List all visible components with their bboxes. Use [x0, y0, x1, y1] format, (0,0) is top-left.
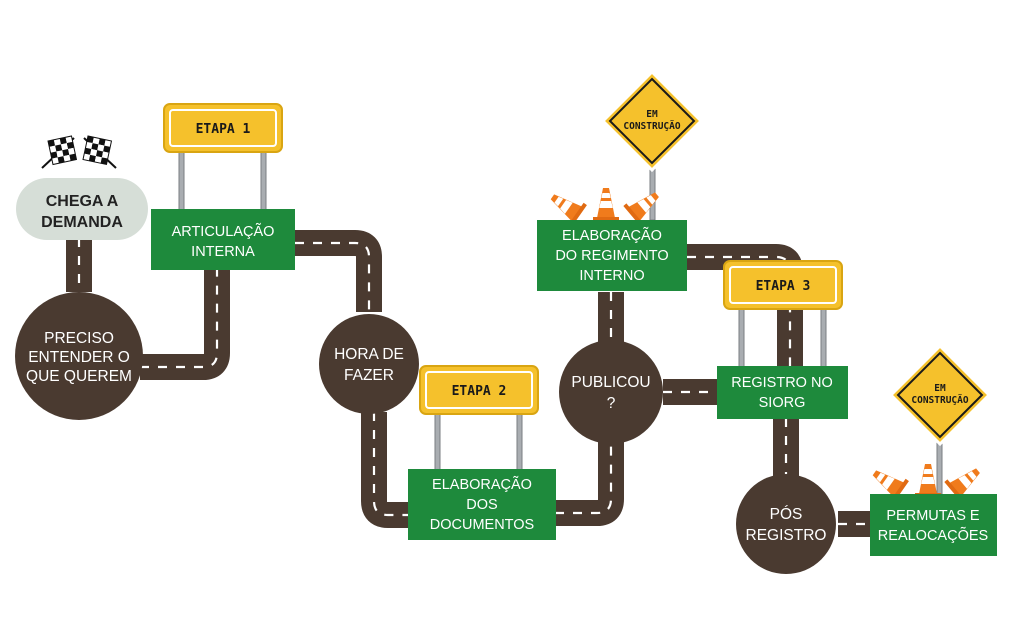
warning-2-line2: CONSTRUÇÃO: [911, 395, 968, 406]
warning-2-line1: EM: [934, 383, 946, 394]
node-entender-line3: QUE QUEREM: [26, 368, 132, 385]
sign-etapa3-label: ETAPA 3: [756, 279, 811, 294]
road-hora-to-documentos: [361, 412, 410, 528]
sign-etapa3: ETAPA 3: [723, 260, 843, 370]
box-permutas-line2: REALOCAÇÕES: [878, 527, 988, 544]
box-siorg-line1: REGISTRO NO: [731, 375, 833, 391]
start-label-line1: CHEGA A: [46, 193, 119, 210]
road-articulacao-to-hora: [295, 230, 382, 312]
box-articulacao-line1: ARTICULAÇÃO: [172, 223, 275, 240]
sign-etapa1: ETAPA 1: [163, 103, 283, 211]
box-siorg: REGISTRO NO SIORG: [717, 366, 848, 419]
box-permutas-line1: PERMUTAS E: [886, 508, 980, 524]
node-entender-line2: ENTENDER O: [28, 349, 130, 366]
box-documentos: ELABORAÇÃO DOS DOCUMENTOS: [408, 469, 556, 540]
box-documentos-line2: DOS: [466, 497, 497, 513]
node-publicou: PUBLICOU ?: [559, 340, 663, 444]
sign-etapa1-label: ETAPA 1: [196, 122, 251, 137]
warning-1-line2: CONSTRUÇÃO: [623, 121, 680, 132]
warning-1-line1: EM: [646, 109, 658, 120]
box-regimento-line1: ELABORAÇÃO: [562, 227, 662, 244]
node-entender-line1: PRECISO: [44, 330, 114, 347]
checkered-flags-icon: [41, 135, 117, 169]
node-pos-line1: PÓS: [770, 506, 803, 523]
start-label-line2: DEMANDA: [41, 214, 123, 231]
start-bubble: CHEGA A DEMANDA: [16, 178, 148, 240]
node-pos: PÓS REGISTRO: [736, 474, 836, 574]
node-publicou-line1: PUBLICOU: [571, 374, 650, 391]
box-documentos-line3: DOCUMENTOS: [430, 517, 534, 533]
warning-sign-2: EM CONSTRUÇÃO: [888, 343, 992, 495]
node-publicou-line2: ?: [607, 395, 616, 412]
node-hora-line1: HORA DE: [334, 346, 404, 363]
node-hora: HORA DE FAZER: [319, 314, 419, 414]
box-permutas: PERMUTAS E REALOCAÇÕES: [870, 494, 997, 556]
box-articulacao: ARTICULAÇÃO INTERNA: [151, 209, 295, 270]
sign-etapa2: ETAPA 2: [419, 365, 539, 473]
box-articulacao-line2: INTERNA: [191, 244, 255, 260]
sign-etapa2-label: ETAPA 2: [452, 384, 507, 399]
warning-sign-1: EM CONSTRUÇÃO: [600, 69, 704, 221]
box-regimento-line3: INTERNO: [579, 268, 644, 284]
node-hora-line2: FAZER: [344, 367, 394, 384]
box-regimento: ELABORAÇÃO DO REGIMENTO INTERNO: [537, 220, 687, 291]
road-entender-to-articulacao: [140, 268, 230, 380]
box-regimento-line2: DO REGIMENTO: [555, 248, 668, 264]
box-documentos-line1: ELABORAÇÃO: [432, 476, 532, 493]
node-entender: PRECISO ENTENDER O QUE QUEREM: [15, 292, 143, 420]
box-siorg-line2: SIORG: [759, 395, 806, 411]
node-pos-line2: REGISTRO: [746, 527, 827, 544]
road-documentos-to-publicou: [555, 440, 624, 526]
